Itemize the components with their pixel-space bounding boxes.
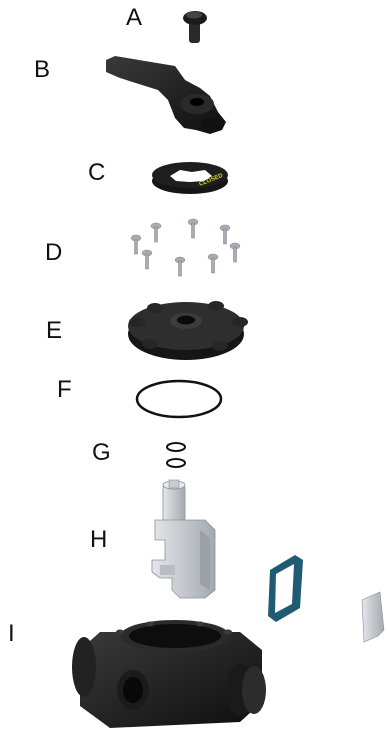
part-h-diverter — [151, 479, 216, 599]
screw-7 — [229, 242, 241, 263]
screw-1 — [130, 234, 142, 255]
label-g: G — [92, 439, 111, 466]
teal-seal — [268, 555, 303, 622]
part-e-valve-cover — [128, 301, 248, 360]
label-b: B — [34, 56, 51, 83]
part-g-small-o-rings — [166, 442, 186, 468]
screw-3 — [141, 249, 153, 270]
label-c: C — [88, 159, 106, 186]
screw-4 — [187, 218, 199, 239]
screw-5 — [174, 256, 186, 277]
part-f-large-o-ring — [135, 379, 223, 419]
screw-2 — [150, 222, 162, 243]
screw-8 — [207, 253, 219, 274]
grey-flap — [361, 591, 385, 643]
label-h: H — [90, 526, 108, 553]
label-i: I — [8, 620, 15, 647]
part-c-position-ring: CLOSED — [152, 162, 228, 194]
part-a-knob — [183, 11, 207, 43]
screw-6 — [219, 224, 231, 245]
label-e: E — [46, 317, 63, 344]
label-d: D — [45, 239, 63, 266]
label-a: A — [126, 4, 143, 31]
part-b-handle — [106, 56, 226, 134]
part-d-screws — [130, 218, 241, 277]
part-i-valve-body — [72, 620, 266, 728]
label-f: F — [57, 376, 72, 403]
